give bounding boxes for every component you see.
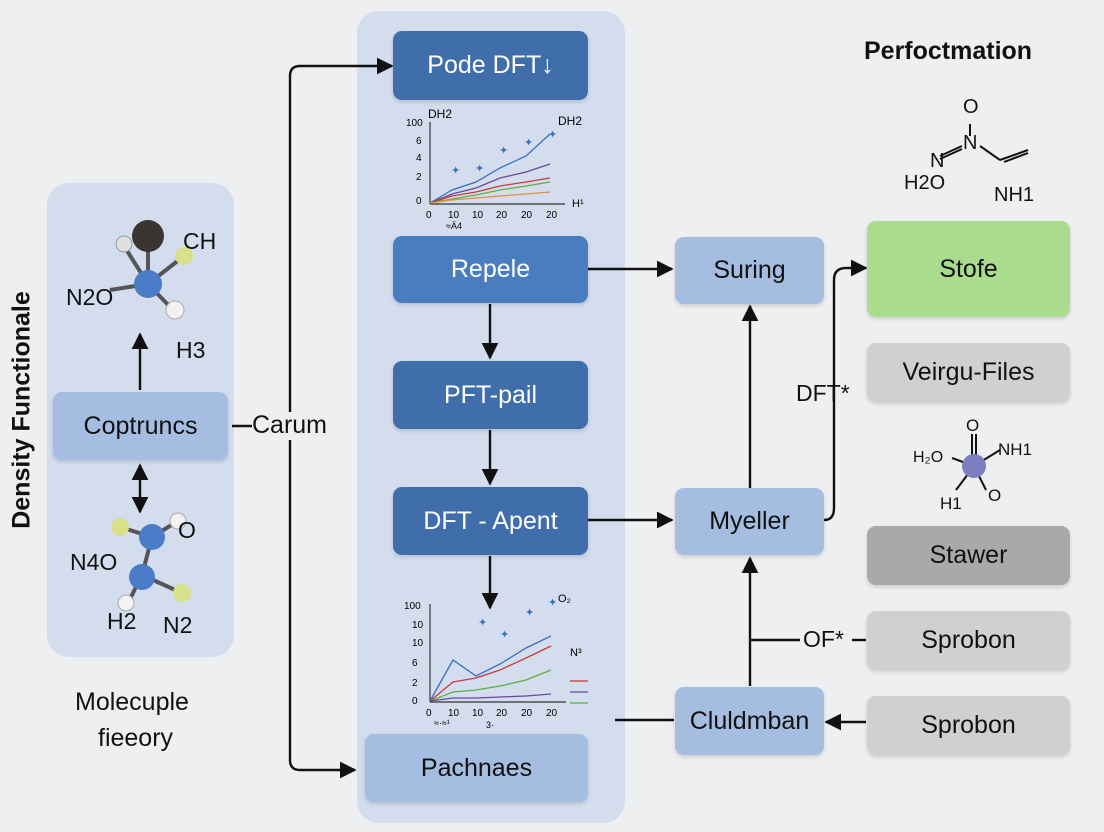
chart2-xtick-1: 10 [448, 708, 460, 719]
chart2-point-2: ✦ [500, 629, 509, 641]
arrow-carum-pode [288, 57, 394, 412]
right-top-n: N [963, 132, 978, 154]
pode-dft-box[interactable]: Pode DFT↓ [393, 31, 588, 100]
chart2-ytick-2: 10 [412, 638, 424, 649]
right-mid-nh1: NH1 [998, 440, 1033, 459]
chart1-ytick-4: 0 [416, 196, 422, 207]
connector-label-carum: Carum [252, 411, 328, 439]
chart1-xsub: ≈Ä4 [446, 221, 462, 231]
chart1-line-blue [429, 133, 551, 204]
arrow-carum-pachnaes [288, 440, 357, 779]
molecule-right-top [939, 124, 1029, 163]
chart1-xtick-2: 10 [472, 210, 484, 221]
chart1-xtick-0: 0 [426, 210, 432, 221]
molecule-bottom [111, 512, 191, 612]
chart2-ytick-0: 100 [404, 601, 421, 612]
chart1-label-left: DH2 [428, 107, 452, 121]
chart1-point-4: ✦ [524, 137, 533, 149]
right-top-nh1: NH1 [994, 184, 1035, 206]
pft-pail-box[interactable]: PFT-pail [393, 361, 588, 429]
chart1-point-1: ✦ [451, 165, 460, 177]
chart2-xsub: ≈·≈¹ [434, 718, 450, 728]
chart2-ytick-5: 0 [412, 696, 418, 707]
label-ch: CH [183, 228, 217, 254]
stawer-box[interactable]: Stawer [867, 526, 1070, 585]
chart1-line-orange [429, 191, 551, 204]
coptruncs-box[interactable]: Coptruncs [53, 392, 228, 460]
chart1-ytick-0: 100 [406, 118, 423, 129]
right-mid-o2: O [988, 486, 1002, 505]
chart1-ytick-3: 2 [416, 172, 422, 183]
chart2-point-4: ✦ [548, 597, 557, 609]
arrow-myeller-stofe [823, 259, 868, 522]
right-title: Perfoctmation [864, 37, 1033, 65]
chart1-line-red [429, 177, 551, 204]
chart2-point-3: ✦ [525, 607, 534, 619]
chart1-label-right: DH2 [558, 114, 582, 128]
right-mid-h2o: H₂O [913, 449, 944, 466]
stofe-box[interactable]: Stofe [867, 221, 1070, 317]
chart1-xtick-1: 10 [448, 210, 460, 221]
chart1-point-2: ✦ [475, 163, 484, 175]
label-o: O [178, 517, 196, 543]
chart2-line-purple [429, 693, 552, 702]
chart1-ytick-2: 4 [416, 153, 422, 164]
chart1-axis-right: H¹ [572, 198, 584, 210]
chart1-point-5: ✦ [548, 129, 557, 141]
chart2-xtick-5: 20 [546, 708, 558, 719]
dft-apent-box[interactable]: DFT - Apent [393, 487, 588, 555]
caption-line2: fieeory [98, 724, 174, 752]
chart1-ytick-1: 6 [416, 136, 422, 147]
chart1-point-3: ✦ [499, 145, 508, 157]
label-dft-star: DFT* [796, 380, 850, 406]
label-n4o: N4O [70, 549, 118, 575]
chart1-xtick-4: 20 [521, 210, 533, 221]
chart2-xtick-3: 20 [496, 708, 508, 719]
myeller-box[interactable]: Myeller [675, 488, 824, 555]
label-h2: H2 [107, 608, 137, 634]
label-n2: N2 [163, 612, 193, 638]
chart2-xtick-0: 0 [426, 708, 432, 719]
sprobon-box-2[interactable]: Sprobon [867, 696, 1070, 755]
molecule-top [109, 220, 193, 320]
chart2-ytick-1: 10 [412, 620, 424, 631]
chart1-line-purple [429, 163, 551, 204]
suring-box[interactable]: Suring [675, 237, 824, 304]
label-n2o: N2O [66, 284, 114, 310]
chart1: DH2 DH2 H¹ 100 6 4 2 0 0 10 10 20 20 20 … [406, 107, 584, 231]
chart2-xtick-4: 20 [521, 708, 533, 719]
right-mid-o: O [966, 416, 980, 435]
right-top-o: O [963, 96, 979, 118]
veirgu-files-box[interactable]: Veirgu-Files [867, 343, 1070, 402]
chart2-point-1: ✦ [478, 617, 487, 629]
right-mid-h1: H1 [940, 494, 962, 513]
chart2-line-green [429, 669, 552, 702]
sprobon-box-1[interactable]: Sprobon [867, 611, 1070, 670]
molecule-right-mid [951, 434, 1001, 491]
chart2-ytick-4: 2 [412, 678, 418, 689]
chart2-xsub2: 3· [486, 720, 494, 730]
chart2-line-red [429, 645, 552, 702]
chart2-label-right: N³ [570, 647, 582, 659]
chart2-xtick-2: 10 [472, 708, 484, 719]
chart2: O₂ N³ 100 10 10 6 2 0 0 10 10 20 20 20 ≈… [404, 593, 588, 730]
right-top-h2o: H2O [904, 172, 946, 194]
chart2-line-blue [429, 635, 552, 702]
cluldmban-box[interactable]: Cluldmban [675, 687, 824, 755]
label-of-star: OF* [803, 626, 844, 652]
repele-box[interactable]: Repele [393, 236, 588, 303]
chart2-label-top: O₂ [558, 593, 571, 605]
right-top-n2: N [930, 150, 945, 172]
pachnaes-box[interactable]: Pachnaes [365, 734, 588, 802]
chart2-ytick-3: 6 [412, 658, 418, 669]
chart1-xtick-5: 20 [546, 210, 558, 221]
chart1-xtick-3: 20 [496, 210, 508, 221]
label-h3: H3 [176, 337, 206, 363]
chart1-line-green [429, 181, 551, 204]
caption-line1: Molecuple [75, 688, 189, 716]
